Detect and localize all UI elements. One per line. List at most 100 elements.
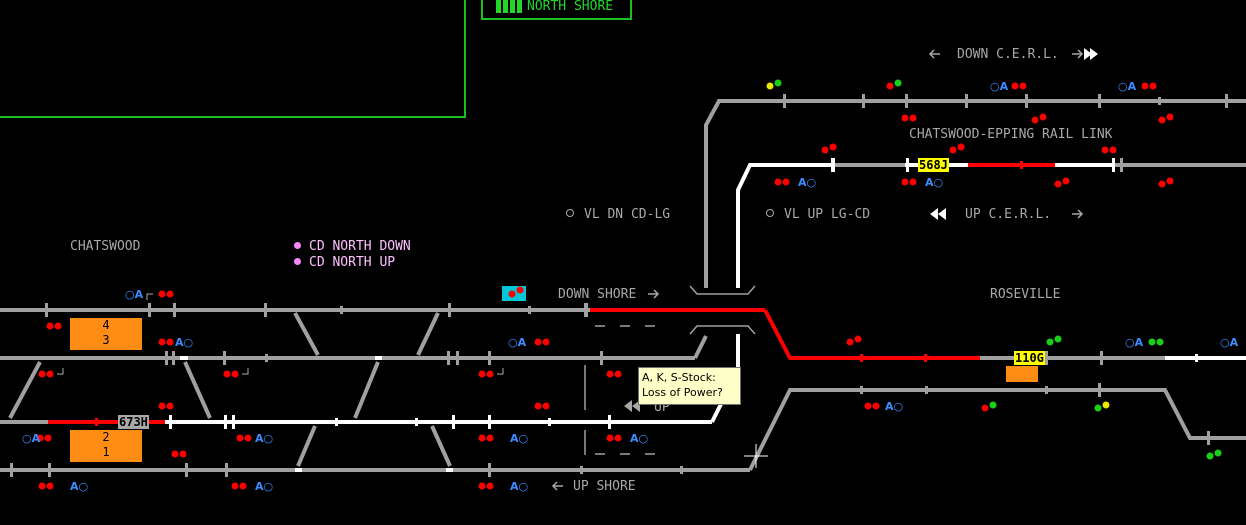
signal-s27[interactable] (766, 79, 782, 90)
signal-s26[interactable] (1206, 449, 1222, 460)
route-up-cerl[interactable] (736, 163, 833, 288)
track-roseville-up-shore[interactable] (748, 388, 1246, 471)
track-down-cerl[interactable] (704, 99, 1246, 288)
svg-text:○A: ○A (1125, 336, 1144, 349)
signal-s28[interactable] (886, 79, 902, 90)
signal-s2[interactable] (46, 322, 62, 330)
vl-up-circle-icon (766, 209, 774, 217)
platform-2-label: 2 (102, 430, 110, 444)
crossover-3[interactable] (8, 361, 42, 419)
up-arrow-small (624, 400, 640, 412)
crossover-6[interactable] (296, 425, 317, 467)
signal-s13[interactable] (478, 434, 494, 442)
signal-s25[interactable] (1148, 338, 1164, 346)
svg-text:○A: ○A (990, 80, 1009, 93)
signal-s3[interactable] (158, 338, 174, 346)
signal-s4[interactable] (38, 368, 64, 378)
occupied-joints (95, 161, 1023, 426)
signal-s10[interactable] (534, 402, 550, 410)
cd-north-down-dot-icon (294, 242, 301, 249)
platform-4-label: 4 (102, 318, 110, 332)
signal-s12[interactable] (236, 434, 252, 442)
train-berth-110g[interactable]: 110G (1014, 351, 1045, 365)
svg-text:A○: A○ (255, 432, 273, 445)
signal-s8[interactable] (158, 402, 174, 410)
signal-s22[interactable] (981, 401, 997, 412)
platform-2-1[interactable]: 2 1 (70, 430, 142, 462)
tooltip-loss-of-power: A, K, S-Stock: Loss of Power? (638, 367, 741, 405)
label-up-shore: UP SHORE (573, 479, 636, 494)
crossover-1[interactable] (293, 312, 320, 356)
svg-text:○A: ○A (508, 336, 527, 349)
double-arrows (930, 48, 1098, 220)
signal-s9[interactable] (534, 338, 550, 346)
signal-s23[interactable] (1094, 401, 1110, 412)
chatswood-north-frame (0, 0, 466, 118)
platform-1-label: 1 (102, 445, 110, 459)
tooltip-line-2: Loss of Power? (642, 386, 723, 399)
signal-s24[interactable] (1046, 335, 1062, 346)
signal-s7[interactable] (606, 370, 622, 378)
signal-s31[interactable] (901, 114, 917, 122)
route-joints (169, 158, 1198, 429)
svg-text:○A: ○A (125, 288, 144, 301)
svg-text:A○: A○ (175, 336, 193, 349)
signal-s38[interactable] (901, 178, 917, 186)
crossover-8[interactable] (693, 335, 708, 359)
platform-4-3[interactable]: 4 3 (70, 318, 142, 350)
vl-up-indicator[interactable]: VL UP LG-CD (766, 207, 870, 222)
label-up-cerl: UP C.E.R.L. (965, 207, 1052, 222)
occupied-roseville-down[interactable] (763, 309, 980, 360)
signal-s34[interactable] (821, 143, 837, 154)
label-cerl-title: CHATSWOOD-EPPING RAIL LINK (909, 127, 1113, 142)
signal-s11[interactable] (36, 434, 52, 442)
north-shore-panel-button[interactable]: NORTH SHORE (481, 0, 632, 20)
label-down-shore: DOWN SHORE (558, 287, 637, 302)
signal-s40[interactable] (1158, 177, 1174, 188)
signal-s20[interactable] (846, 335, 862, 346)
signal-s33[interactable] (1158, 113, 1174, 124)
signal-s35[interactable] (949, 143, 965, 154)
platform-roseville[interactable] (1006, 366, 1038, 382)
signal-s29[interactable] (1011, 82, 1027, 90)
crossover-7[interactable] (430, 425, 452, 467)
signal-s1[interactable] (146, 290, 174, 301)
signal-s32[interactable] (1031, 113, 1047, 124)
direction-arrows (551, 49, 1084, 491)
cd-north-up-indicator[interactable]: CD NORTH UP (294, 255, 395, 270)
signal-s21[interactable] (864, 402, 880, 410)
crossover-4[interactable] (183, 361, 212, 419)
label-chatswood: CHATSWOOD (70, 239, 141, 254)
signal-s39[interactable] (1054, 177, 1070, 188)
train-berth-673h[interactable]: 673H (118, 415, 149, 429)
platform-3-label: 3 (102, 333, 110, 347)
signal-s37[interactable] (774, 178, 790, 186)
north-shore-label: NORTH SHORE (527, 0, 614, 14)
svg-text:○A: ○A (22, 432, 41, 445)
signal-s15[interactable] (171, 450, 187, 458)
vl-dn-indicator[interactable]: VL DN CD-LG (566, 207, 670, 222)
cd-north-down-indicator[interactable]: CD NORTH DOWN (294, 239, 411, 254)
signal-s18[interactable] (478, 482, 494, 490)
track-joints (10, 94, 1228, 477)
tooltip-line-1: A, K, S-Stock: (642, 371, 716, 384)
signal-s30[interactable] (1141, 82, 1157, 90)
vl-dn-circle-icon (566, 209, 574, 217)
signal-s36[interactable] (1101, 146, 1117, 154)
mouse-cursor (744, 444, 768, 468)
svg-text:A○: A○ (255, 480, 273, 493)
signal-s6[interactable] (478, 368, 504, 378)
svg-text:○A: ○A (1220, 336, 1239, 349)
occupied-track-group (48, 163, 1055, 424)
crossover-2[interactable] (416, 312, 440, 356)
crossover-5[interactable] (353, 361, 380, 419)
signal-s17[interactable] (231, 482, 247, 490)
signal-s5[interactable] (223, 368, 249, 378)
signal-s14[interactable] (606, 434, 622, 442)
train-berth-568j[interactable]: 568J (918, 158, 949, 172)
svg-text:A○: A○ (510, 480, 528, 493)
svg-text:A○: A○ (798, 176, 816, 189)
svg-text:A○: A○ (885, 400, 903, 413)
signal-s16[interactable] (38, 482, 54, 490)
